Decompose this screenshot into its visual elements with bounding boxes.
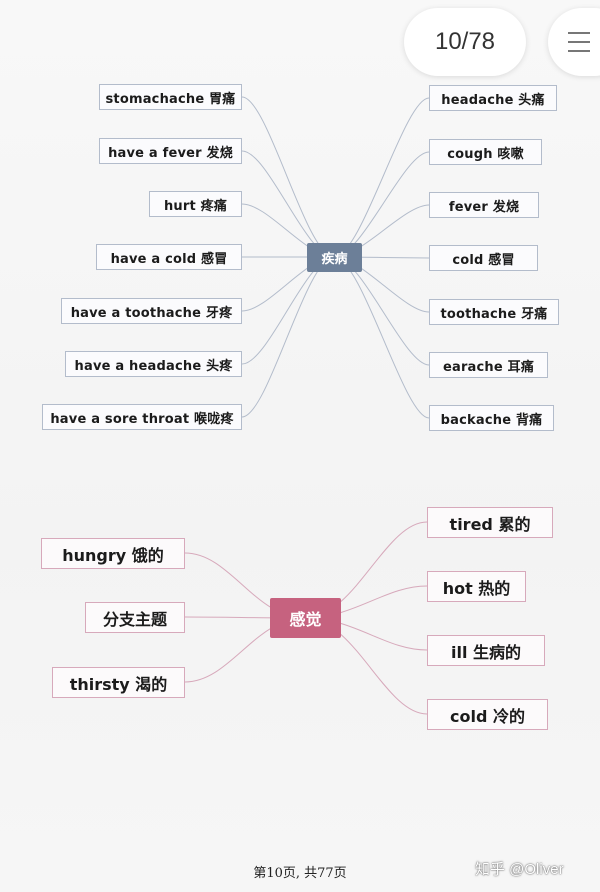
branch-ill: ill 生病的 [427, 635, 545, 666]
mindmap-center-illness: 疾病 [307, 243, 362, 272]
connector [333, 151, 430, 258]
branch-tired: tired 累的 [427, 507, 553, 538]
connector [241, 256, 335, 365]
page-indicator[interactable]: 10/78 [404, 8, 526, 76]
branch-have-a-sore-throat: have a sore throat 喉咙疼 [42, 404, 242, 430]
connector [241, 150, 335, 258]
zhihu-watermark: 知乎 @Oliver [475, 861, 564, 878]
branch-hungry: hungry 饿的 [41, 538, 185, 569]
branch-headache: headache 头痛 [429, 85, 557, 111]
branch-cold-feeling: cold 冷的 [427, 699, 548, 730]
page-number-footer: 第10页, 共77页 [253, 866, 347, 881]
branch-hurt: hurt 疼痛 [149, 191, 242, 217]
branch-have-a-cold: have a cold 感冒 [96, 244, 242, 270]
branch-cold: cold 感冒 [429, 245, 538, 271]
hamburger-icon [568, 32, 590, 52]
connector [333, 256, 430, 366]
branch-toothache: toothache 牙痛 [429, 299, 559, 325]
branch-stomachache: stomachache 胃痛 [99, 84, 242, 110]
branch-fever: fever 发烧 [429, 192, 539, 218]
menu-button[interactable] [548, 8, 600, 76]
branch-subtopic: 分支主题 [85, 602, 185, 633]
branch-thirsty: thirsty 渴的 [52, 667, 185, 698]
branch-have-a-fever: have a fever 发烧 [99, 138, 242, 164]
connector [241, 256, 335, 418]
branch-have-a-headache: have a headache 头疼 [65, 351, 242, 377]
branch-have-a-toothache: have a toothache 牙疼 [61, 298, 242, 324]
mindmap-center-feelings: 感觉 [270, 598, 341, 638]
connector [333, 97, 430, 258]
branch-earache: earache 耳痛 [429, 352, 548, 378]
branch-backache: backache 背痛 [429, 405, 554, 431]
connector [241, 96, 335, 258]
branch-hot: hot 热的 [427, 571, 526, 602]
branch-cough: cough 咳嗽 [429, 139, 542, 165]
connector [333, 256, 430, 419]
